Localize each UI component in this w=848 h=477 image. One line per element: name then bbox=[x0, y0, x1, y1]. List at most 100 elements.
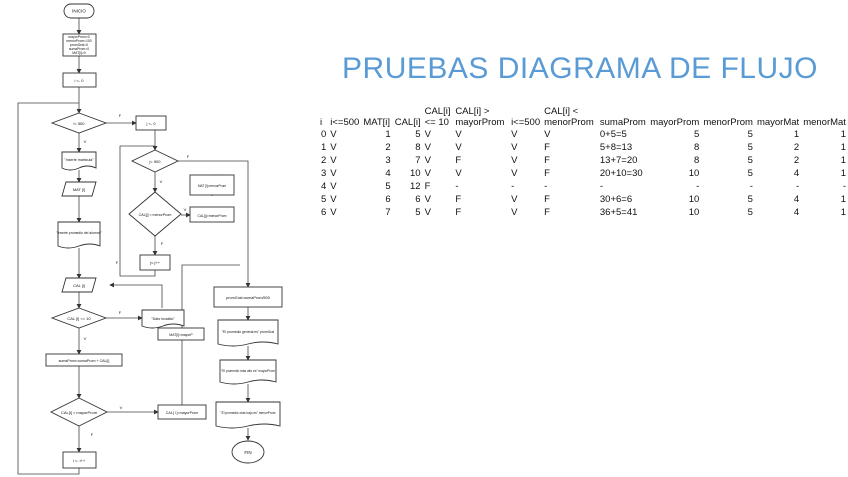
flow-assign-i bbox=[62, 72, 97, 88]
table-cell: V bbox=[330, 129, 337, 140]
table-cell: 8 bbox=[694, 142, 700, 153]
table-cell: 1 bbox=[840, 142, 846, 153]
table-cell: 5 bbox=[747, 207, 753, 218]
table-cell: V bbox=[330, 168, 337, 179]
table-cell: 4 bbox=[793, 168, 800, 179]
flow-cond-inner-label: j< 500 bbox=[148, 159, 161, 164]
flow-cond-outer bbox=[50, 112, 108, 134]
table-header-row: i i<=500 MAT[i] CAL[i] CAL[i]<= 10 CAL[i… bbox=[318, 104, 848, 128]
flow-out-mayor-label: "El promedio más alto es" mayorProm bbox=[221, 369, 275, 373]
table-cell: V bbox=[455, 168, 462, 179]
flow-init-line: menorProm=100 bbox=[66, 39, 91, 43]
table-cell: F bbox=[455, 207, 462, 218]
table-cell: F bbox=[544, 168, 550, 179]
table-cell: 1 bbox=[840, 155, 846, 166]
table-cell: V bbox=[424, 194, 431, 205]
flow-out-menor-label: "El promedio más bajo es" menorProm bbox=[221, 411, 276, 415]
col-header: CAL[i] bbox=[394, 117, 421, 128]
flow-label-v: V bbox=[160, 179, 163, 184]
table-cell: 13+7=20 bbox=[599, 155, 638, 166]
flow-out-menor bbox=[215, 401, 281, 429]
table-cell: 10 bbox=[688, 168, 700, 179]
table-cell: V bbox=[424, 207, 431, 218]
col-header: CAL[i]<= 10 bbox=[424, 106, 451, 128]
table-cell: 5 bbox=[747, 129, 753, 140]
table-cell: 0+5=5 bbox=[599, 129, 627, 140]
table-cell: F bbox=[424, 181, 431, 192]
flow-label-f: F bbox=[91, 432, 94, 437]
table-cell: V bbox=[424, 155, 431, 166]
flow-assign-i-label: i <- 0 bbox=[74, 78, 84, 83]
flow-label-f: F bbox=[116, 260, 119, 265]
table-cell: 5 bbox=[385, 181, 391, 192]
flow-prompt-promedio-label: "Inserte promedio del alumno" bbox=[56, 231, 102, 235]
table-cell: 4 bbox=[320, 181, 327, 192]
col-header: menorProm bbox=[703, 117, 753, 128]
flow-label-f: F bbox=[161, 241, 164, 246]
flow-assign-mayor bbox=[157, 404, 207, 420]
table-cell: 12 bbox=[410, 181, 421, 192]
col-header: i<=500 bbox=[330, 117, 360, 128]
flow-init-line: promGral=0 bbox=[70, 43, 88, 47]
table-cell: 3 bbox=[385, 155, 391, 166]
table-cell: V bbox=[455, 142, 462, 153]
table-cell: - bbox=[544, 181, 548, 192]
table-cell: 1 bbox=[320, 142, 327, 153]
table-cell: V bbox=[511, 129, 518, 140]
table-cell: - bbox=[696, 181, 700, 192]
table-cell: 0 bbox=[320, 129, 327, 140]
table-cell: F bbox=[544, 155, 550, 166]
flow-init-line: mayorProm=0 bbox=[68, 35, 90, 39]
flow-read-mat bbox=[61, 181, 97, 197]
flow-assign-j bbox=[135, 115, 167, 131]
table-cell: V bbox=[511, 207, 518, 218]
table-cell: 6 bbox=[385, 194, 391, 205]
flow-assign-menor-label: CAL[j]=menorProm bbox=[198, 214, 227, 218]
col-header: sumaProm bbox=[599, 117, 646, 128]
flow-out-general-label: "El promedio general es" promGral bbox=[222, 330, 275, 334]
flow-read-cal-label: CAL [i] bbox=[73, 283, 85, 288]
table-cell: F bbox=[544, 194, 550, 205]
flow-sum-step bbox=[45, 353, 123, 367]
table-cell: V bbox=[511, 168, 518, 179]
table-cell: - bbox=[511, 181, 515, 192]
table-cell: 4 bbox=[385, 168, 391, 179]
flow-assign-menor bbox=[189, 206, 235, 223]
flow-store-mat-mayor-label: MAT[i]=mayorP bbox=[169, 333, 193, 337]
table-cell: 1 bbox=[840, 168, 846, 179]
table-cell: F bbox=[455, 155, 462, 166]
table-cell: 1 bbox=[385, 129, 391, 140]
col-header: CAL[i] < menorProm bbox=[544, 106, 594, 128]
table-cell: F bbox=[544, 207, 550, 218]
col-header: MAT[i] bbox=[363, 117, 391, 128]
table-cell: 5 bbox=[320, 194, 327, 205]
table-cell: 20+10=30 bbox=[599, 168, 643, 179]
flow-assign-j-label: j <- 0 bbox=[145, 121, 156, 126]
table-cell: - bbox=[749, 181, 753, 192]
flow-label-v: V bbox=[184, 207, 187, 212]
table-cell: 8 bbox=[415, 142, 421, 153]
table-cell: 30+6=6 bbox=[599, 194, 633, 205]
flow-prompt-matricula-label: "Inserte matricula" bbox=[64, 158, 94, 162]
flow-label-f: F bbox=[187, 154, 190, 159]
table-cell: 5 bbox=[747, 142, 753, 153]
flow-start-label: INICIO bbox=[72, 9, 86, 14]
table-cell: 2 bbox=[793, 142, 800, 153]
flow-msg-invalid bbox=[141, 309, 185, 329]
flowchart: INICIO mayorProm=0 menorProm=100 promGra… bbox=[17, 3, 283, 475]
flow-inc-i-label: i <- i++ bbox=[73, 458, 86, 463]
table-cell: 10 bbox=[688, 207, 700, 218]
flow-read-cal bbox=[61, 277, 97, 293]
table-cell: V bbox=[511, 194, 518, 205]
table-cell: 2 bbox=[385, 142, 391, 153]
table-cell: 6 bbox=[320, 207, 327, 218]
flow-cond-menor bbox=[128, 191, 182, 237]
table-cell: V bbox=[424, 168, 431, 179]
table-cell: V bbox=[330, 181, 337, 192]
flow-init-box bbox=[62, 33, 97, 57]
flow-end-label: FIN bbox=[244, 450, 251, 455]
table-cell: 36+5=41 bbox=[599, 207, 638, 218]
